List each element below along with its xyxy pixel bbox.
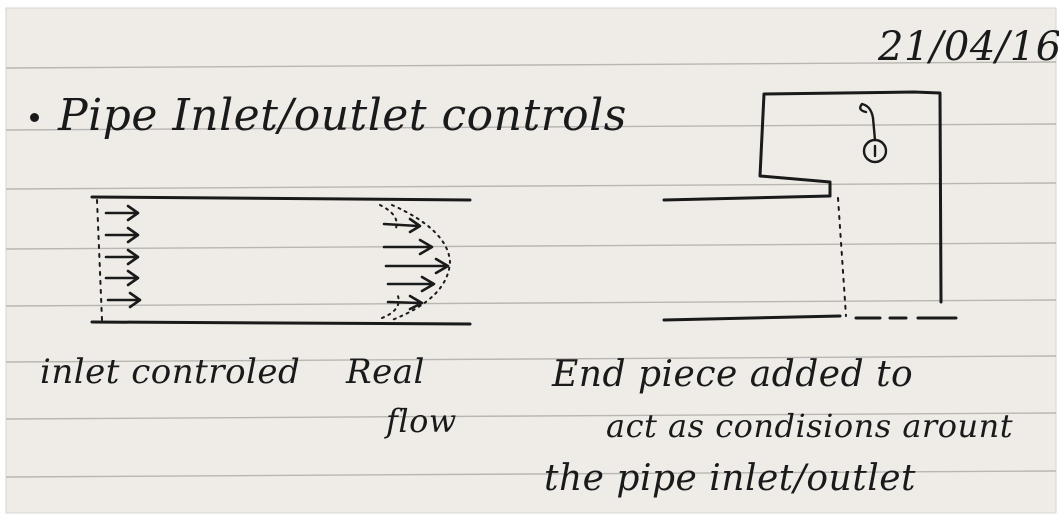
real-flow-label-line2: flow [386, 402, 457, 440]
note-date: 21/04/16 [878, 24, 1059, 70]
bullet-point [30, 113, 39, 122]
inlet-controlled-label: inlet controled [40, 352, 300, 392]
end-piece-note-line2: act as condisions arount [606, 407, 1013, 445]
real-flow-label-line1: Real [346, 352, 425, 392]
end-piece-note-line3: the pipe inlet/outlet [544, 458, 916, 499]
end-piece-note-line1: End piece added to [552, 354, 913, 395]
note-heading: Pipe Inlet/outlet controls [58, 90, 627, 141]
